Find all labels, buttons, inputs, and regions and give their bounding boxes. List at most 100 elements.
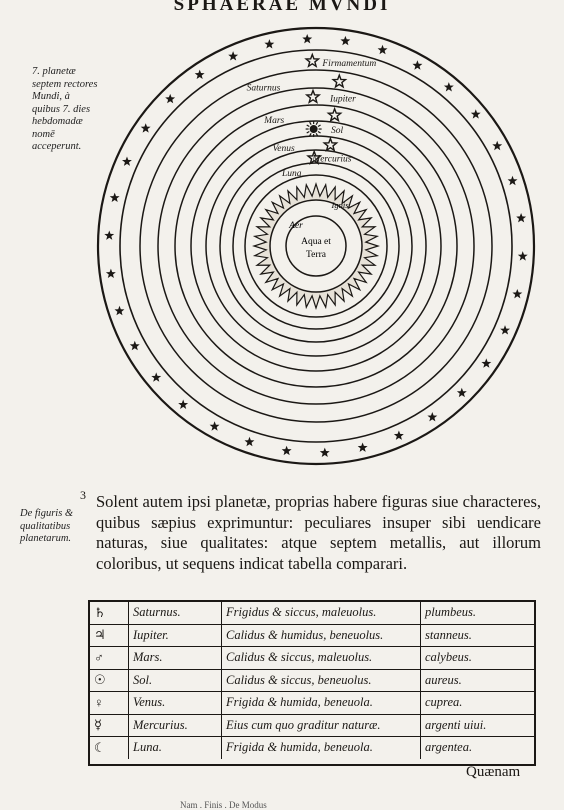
planet-symbol: ♄ — [90, 602, 129, 625]
table-row: ♀Venus.Frigida & humida, beneuola.cuprea… — [90, 691, 534, 715]
sphere-ring — [139, 69, 493, 423]
sphere-ring — [205, 135, 427, 357]
table-row: ☾Luna.Frigida & humida, beneuola.argente… — [90, 736, 534, 759]
earth-label: Terra — [306, 250, 327, 260]
sphere-ring — [174, 104, 458, 388]
star-icon — [122, 156, 132, 166]
planet-name: Iupiter. — [128, 624, 222, 647]
sun-ray — [315, 133, 319, 137]
planet-name: Mars. — [128, 646, 222, 670]
water-label: Aqua et — [301, 237, 331, 247]
air-label: Aer — [288, 221, 303, 231]
star-icon — [281, 445, 292, 456]
planet-metal: cuprea. — [420, 691, 534, 715]
star-icon — [377, 44, 388, 55]
sphere-label: Venus — [273, 144, 295, 154]
star-icon — [470, 109, 481, 119]
star-icon — [302, 34, 313, 44]
star-icon — [412, 60, 423, 70]
star-icon — [340, 35, 351, 46]
sun-ray — [317, 124, 321, 128]
planet-quality: Calidus & siccus, beneuolus. — [221, 669, 421, 692]
world-spheres-diagram: FirmamentumSaturnusIupiterMarsSolVenusMe… — [96, 26, 536, 466]
planet-symbol: ☿ — [90, 714, 129, 737]
body-paragraph: Solent autem ipsi planetæ, proprias habe… — [96, 492, 541, 574]
sphere-label: Luna — [281, 169, 302, 179]
star-icon — [228, 51, 239, 61]
sun-ray — [306, 124, 310, 128]
sphere-label: Mars — [263, 116, 284, 126]
planet-metal: calybeus. — [420, 646, 534, 670]
body-paragraph-text: Solent autem ipsi planetæ, proprias habe… — [96, 492, 541, 573]
planet-table: ♄Saturnus.Frigidus & siccus, maleuolus.p… — [90, 602, 534, 759]
star-icon — [512, 289, 523, 299]
planet-star-icon — [304, 88, 322, 104]
planet-star-icon — [304, 52, 321, 68]
sphere-label: Sol — [331, 126, 344, 136]
planet-name: Mercurius. — [128, 714, 222, 737]
star-icon — [151, 372, 162, 382]
sphere-ring — [232, 162, 400, 330]
star-icon — [492, 140, 503, 151]
sphere-ring — [219, 149, 413, 343]
planet-name: Venus. — [128, 691, 222, 715]
star-icon — [104, 230, 115, 240]
planet-metal: argenti uiui. — [420, 714, 534, 737]
bottom-fragment: Nam . Finis . De Modus — [180, 800, 267, 810]
paragraph-number: 3 — [80, 488, 86, 502]
firmament-stars — [104, 34, 528, 457]
sun-icon — [309, 125, 318, 134]
sphere-ring — [157, 87, 475, 405]
star-icon — [194, 69, 205, 79]
fire-label: Ignis — [331, 200, 350, 210]
star-icon — [165, 93, 176, 104]
planet-quality: Frigidus & siccus, maleuolus. — [221, 602, 421, 625]
planet-symbol: ♃ — [90, 624, 129, 647]
star-icon — [507, 175, 518, 186]
water-earth-sphere — [285, 215, 347, 277]
sphere-ring — [190, 120, 442, 372]
planet-name: Sol. — [128, 669, 222, 692]
page-header: SPHAERAE MVNDI — [173, 0, 391, 15]
planet-symbol: ☉ — [90, 669, 129, 692]
margin-note-figures: De figuris & qualitatibus planetarum. — [20, 508, 74, 544]
star-icon — [357, 442, 368, 452]
star-icon — [105, 268, 116, 278]
margin-note-planets: 7. planetæ septem rectores Mundi, à quib… — [32, 66, 98, 152]
table-row: ♂Mars.Calidus & siccus, maleuolus.calybe… — [90, 646, 534, 670]
planet-metal: stanneus. — [420, 624, 534, 647]
star-icon — [209, 421, 220, 431]
sun-ray — [309, 121, 312, 125]
star-icon — [319, 447, 330, 457]
sphere-label: Saturnus — [247, 84, 281, 94]
star-icon — [500, 325, 510, 335]
star-icon — [244, 436, 255, 447]
sphere-label: Mercurius — [311, 154, 352, 164]
firmament-inner-ring — [119, 49, 513, 443]
planet-quality: Eius cum quo graditur naturæ. — [221, 714, 421, 737]
planet-quality: Calidus & humidus, beneuolus. — [221, 624, 421, 647]
sphere-rings — [96, 26, 536, 466]
sphere-ring — [244, 174, 388, 318]
planet-star-icon — [322, 136, 339, 152]
star-icon — [517, 251, 528, 261]
planet-metal: plumbeus. — [420, 602, 534, 625]
sphere-label: Firmamentum — [321, 59, 376, 69]
planet-star-icon — [326, 106, 343, 123]
planet-name: Luna. — [128, 736, 222, 759]
table-row: ♄Saturnus.Frigidus & siccus, maleuolus.p… — [90, 602, 534, 625]
star-icon — [129, 340, 140, 351]
star-icon — [114, 305, 125, 316]
table-row: ☿Mercurius.Eius cum quo graditur naturæ.… — [90, 714, 534, 737]
sun-ray — [309, 133, 312, 137]
star-icon — [456, 387, 467, 398]
star-icon — [140, 123, 151, 133]
planet-quality: Frigida & humida, beneuola. — [221, 691, 421, 715]
table-row: ♃Iupiter.Calidus & humidus, beneuolus.st… — [90, 624, 534, 647]
sphere-label: Iupiter — [329, 94, 356, 104]
planet-name: Saturnus. — [128, 602, 222, 625]
star-icon — [481, 358, 492, 368]
star-icon — [109, 192, 120, 202]
planet-symbol: ♂ — [90, 646, 129, 670]
